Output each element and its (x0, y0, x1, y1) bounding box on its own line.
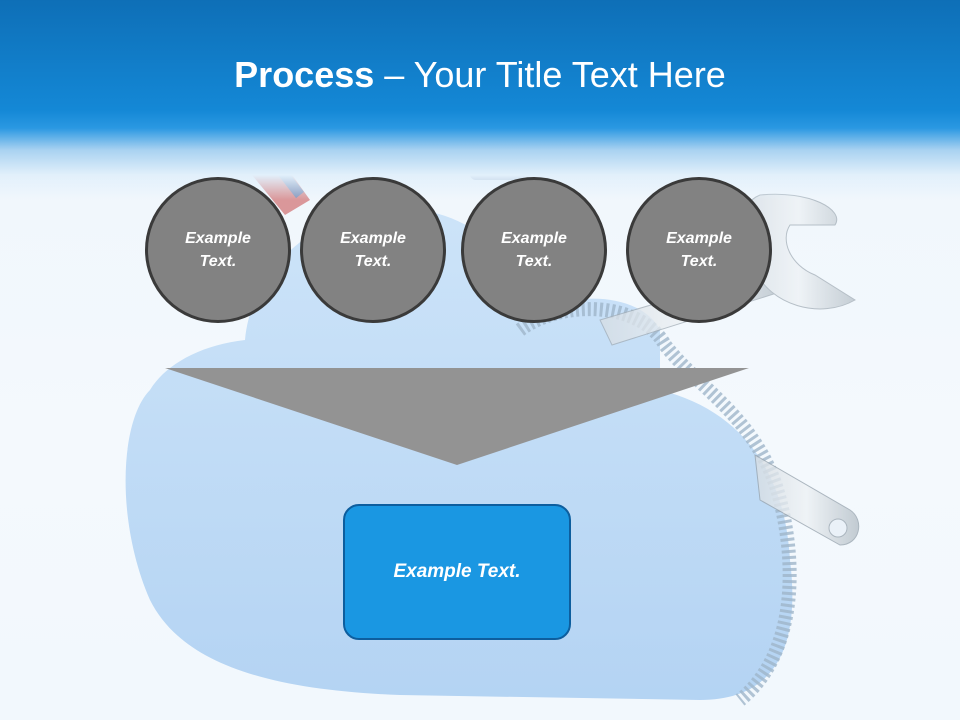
result-label: Example Text. (393, 561, 521, 582)
funnel-arrow (165, 368, 749, 465)
title-bar (0, 0, 960, 200)
result-box: Example Text. (343, 504, 571, 640)
zipper-icon (515, 302, 797, 706)
title-rest: – Your Title Text Here (374, 54, 726, 95)
zipper-pull-icon (754, 454, 860, 546)
title-bold: Process (234, 54, 375, 95)
page-title: Process – Your Title Text Here (0, 50, 960, 100)
